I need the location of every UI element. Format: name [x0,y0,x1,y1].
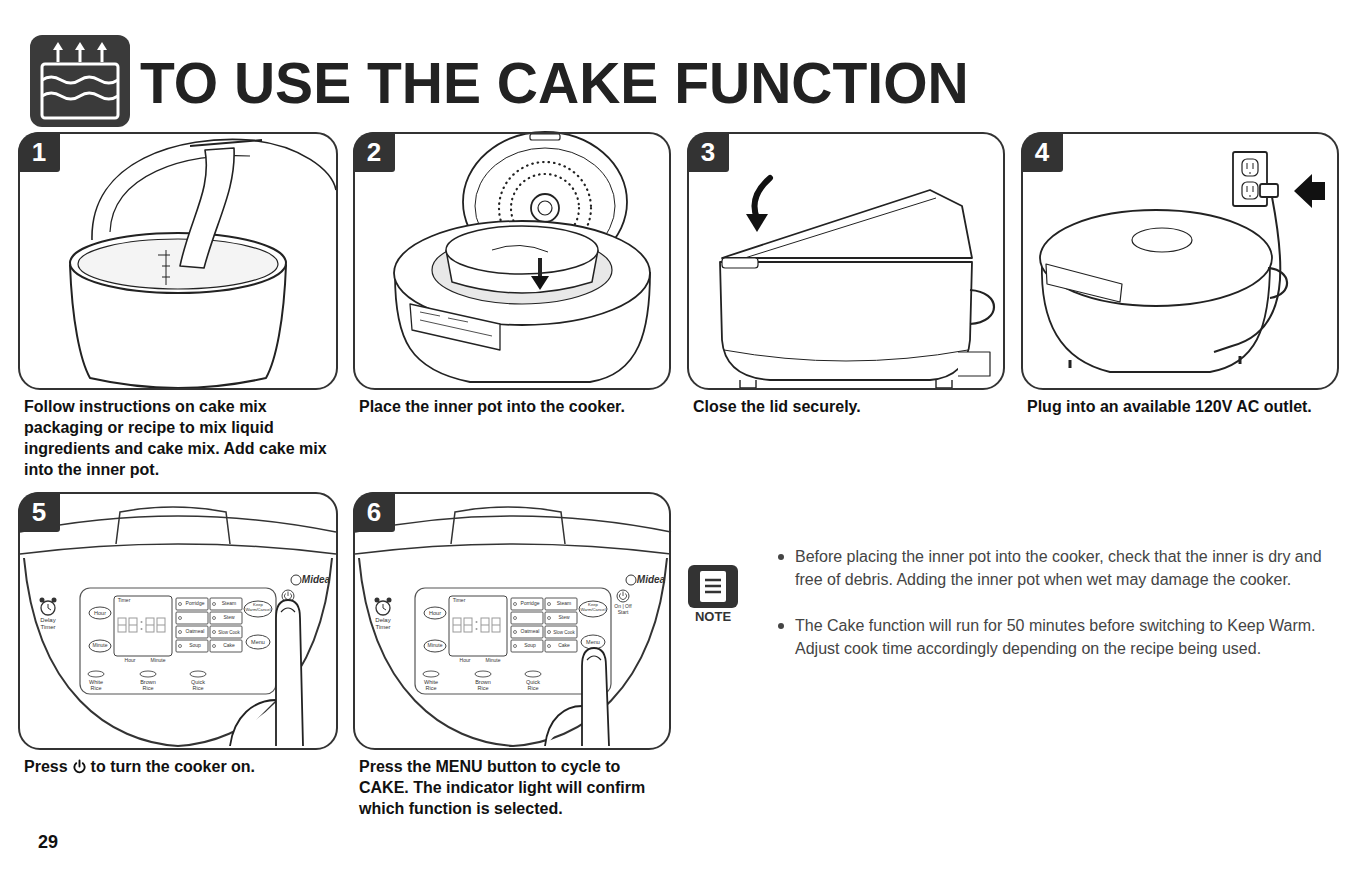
note-label: NOTE [695,610,731,625]
step-number: 4 [1021,132,1063,172]
caption-text: Place the inner pot into the cooker. [359,398,625,415]
step-number: 6 [353,492,395,532]
step-panel: 4Plug into an available 120V AC outlet. [1021,132,1339,390]
panel-label: Stew [223,615,234,621]
step-caption: Follow instructions on cake mix packagin… [24,396,329,480]
panel-label: Oatmeal [186,629,205,635]
panel-label: Minute [150,658,165,664]
panel-label: Quick Rice [522,679,544,692]
power-icon [72,759,87,774]
panel-label: Minute [427,643,442,649]
panel-label: Minute [92,643,107,649]
step-number: 3 [687,132,729,172]
panel-label: Brown Rice [472,679,494,692]
step-caption: Close the lid securely. [693,396,998,417]
step-caption: Plug into an available 120V AC outlet. [1027,396,1312,417]
step-caption: Place the inner pot into the cooker. [359,396,664,417]
finger [230,600,609,746]
panel-label: Cake [558,643,570,649]
note-icon [688,565,738,608]
panel-label: Steam [222,601,236,607]
panel-label: Delay Timer [35,617,61,631]
step-number: 5 [18,492,60,532]
step-number: 2 [353,132,395,172]
step-panel: 3Close the lid securely. [687,132,1005,390]
panel-label: Hour [125,658,136,664]
step-number: 1 [18,132,60,172]
step-panel: 5Pressto turn the cooker on. [18,492,338,750]
cake-icon [30,35,130,127]
panel-label: Keep Warm/Cancel [580,603,606,613]
panel-label: Keep Warm/Cancel [245,603,271,613]
caption-text: Press [24,758,68,775]
panel-label: White Rice [85,679,107,692]
caption-text: to turn the cooker on. [91,758,255,775]
step-panel: 2Place the inner pot into the cooker. [353,132,671,390]
panel-label: Stew [558,615,569,621]
panel-label: White Rice [420,679,442,692]
panel-label: Soup [189,643,201,649]
panel-label: Hour [429,610,441,616]
control-panel [355,507,671,746]
panel-label: Slow Cook [553,630,575,635]
panel-label: Delay Timer [370,617,396,631]
bullet [778,623,784,629]
caption-text: Plug into an available 120V AC outlet. [1027,398,1312,415]
cooker-open-illustration [394,132,650,382]
panel-label: Menu [586,639,600,645]
panel-label: On | Off Start [611,604,635,616]
step-panel: 6Press the MENU button to cycle to CAKE.… [353,492,671,750]
note-text: The Cake function will run for 50 minute… [795,614,1340,660]
note-text: Before placing the inner pot into the co… [795,545,1340,591]
panel-label: Slow Cook [218,630,240,635]
panel-label: Timer [118,598,131,604]
page-number: 29 [38,832,58,853]
panel-label: Timer [453,598,466,604]
step-caption: Press the MENU button to cycle to CAKE. … [359,756,671,819]
panel-label: Cake [223,643,235,649]
panel-label: Minute [485,658,500,664]
panel-label: Soup [524,643,536,649]
panel-label: Oatmeal [521,629,540,635]
panel-label: Hour [460,658,471,664]
panel-label: Quick Rice [187,679,209,692]
page-title: TO USE THE CAKE FUNCTION [140,55,969,112]
cooker-plug-illustration [1040,152,1325,372]
bullet [778,554,784,560]
panel-label: Menu [251,639,265,645]
cooker-side-illustration [720,178,994,388]
panel-label: Porridge [186,601,205,607]
step-caption: Press to turn the cooker on. [24,756,329,777]
panel-label: Steam [557,601,571,607]
panel-label: Hour [94,610,106,616]
panel-label: Midea [302,574,330,586]
panel-label: Brown Rice [137,679,159,692]
pot-illustration [70,139,336,388]
panel-label: Midea [637,574,665,586]
control-panel [20,507,336,746]
caption-text: Close the lid securely. [693,398,861,415]
power-symbol [74,760,84,772]
caption-text: Follow instructions on cake mix packagin… [24,398,327,478]
step-panel: 1Follow instructions on cake mix packagi… [18,132,338,390]
panel-label: Porridge [521,601,540,607]
caption-text: Press the MENU button to cycle to CAKE. … [359,758,645,817]
